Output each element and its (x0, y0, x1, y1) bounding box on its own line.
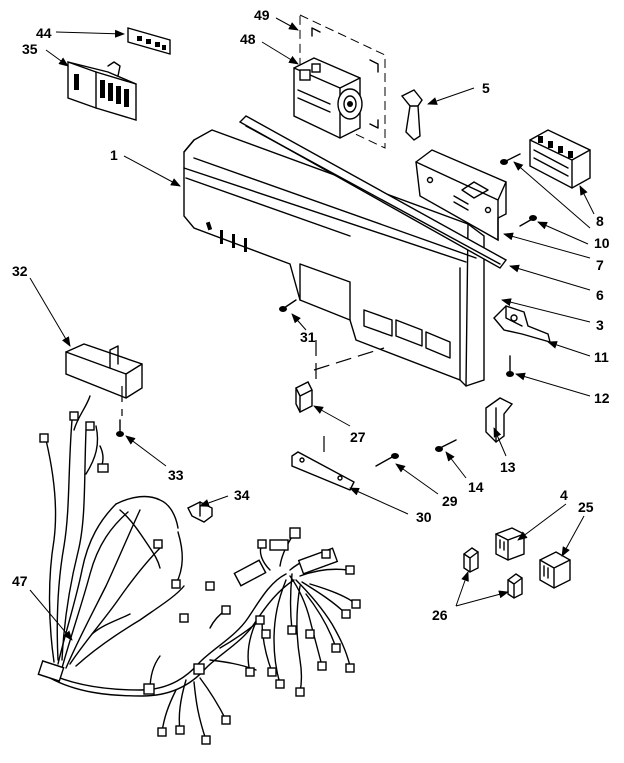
part-35-wiring-harness (37, 395, 361, 745)
callout-48: 44 (36, 25, 52, 41)
part-25-bracket (485, 397, 514, 443)
part-4-switch (495, 527, 525, 561)
screw-29 (375, 453, 399, 467)
callout-27: 27 (350, 429, 366, 445)
part-13-latch (493, 305, 551, 344)
callout-6: 6 (596, 287, 604, 303)
screw-10 (519, 215, 537, 227)
part-32-housing (65, 343, 143, 399)
leader-lines (29, 17, 595, 641)
part-1-console-panel (183, 129, 485, 387)
callout-35: 47 (12, 573, 28, 589)
callout-7: 7 (596, 257, 604, 273)
callout-44: 48 (240, 31, 256, 47)
part-27-button (295, 381, 313, 413)
callout-11: 25 (578, 499, 594, 515)
part-8-switch-block (529, 129, 591, 189)
part-48-terminal-block (127, 27, 171, 55)
callout-33: 33 (168, 467, 184, 483)
callout-13: 11 (594, 349, 609, 365)
callout-10: 10 (594, 235, 610, 251)
callout-30: 30 (416, 509, 432, 525)
part-34-clip (187, 501, 213, 523)
screw-31 (279, 299, 297, 312)
callout-49: 49 (254, 7, 270, 23)
part-44-timer (293, 57, 363, 139)
part-6-strip (238, 115, 508, 269)
screw-26 (435, 439, 457, 452)
callout-4: 4 (560, 487, 568, 503)
screw-8 (500, 153, 521, 165)
callout-26: 14 (468, 479, 484, 495)
part-12-buttons (463, 547, 523, 599)
callout-8: 8 (596, 213, 604, 229)
callout-5: 5 (482, 80, 490, 96)
callout-12: 26 (432, 607, 448, 623)
assembly-guides (121, 340, 385, 452)
callout-25: 13 (500, 459, 516, 475)
callout-31: 31 (300, 329, 316, 345)
callout-1: 1 (110, 147, 118, 163)
screws (116, 153, 537, 467)
part-5-clip (400, 89, 423, 141)
callout-labels: 44 35 49 48 5 1 8 10 7 6 3 11 12 31 32 2… (12, 7, 610, 623)
callout-29: 29 (442, 493, 458, 509)
part-47-connector (67, 61, 137, 121)
callout-14: 12 (594, 390, 610, 406)
part-30-plate (291, 451, 355, 491)
part-7-bracket (415, 149, 507, 242)
screw-14 (506, 355, 514, 377)
screw-33 (116, 419, 124, 437)
callout-34: 34 (234, 487, 250, 503)
callout-3: 3 (596, 317, 604, 333)
callout-47: 35 (22, 41, 38, 57)
part-11-switch (539, 551, 571, 589)
callout-32: 32 (12, 263, 28, 279)
